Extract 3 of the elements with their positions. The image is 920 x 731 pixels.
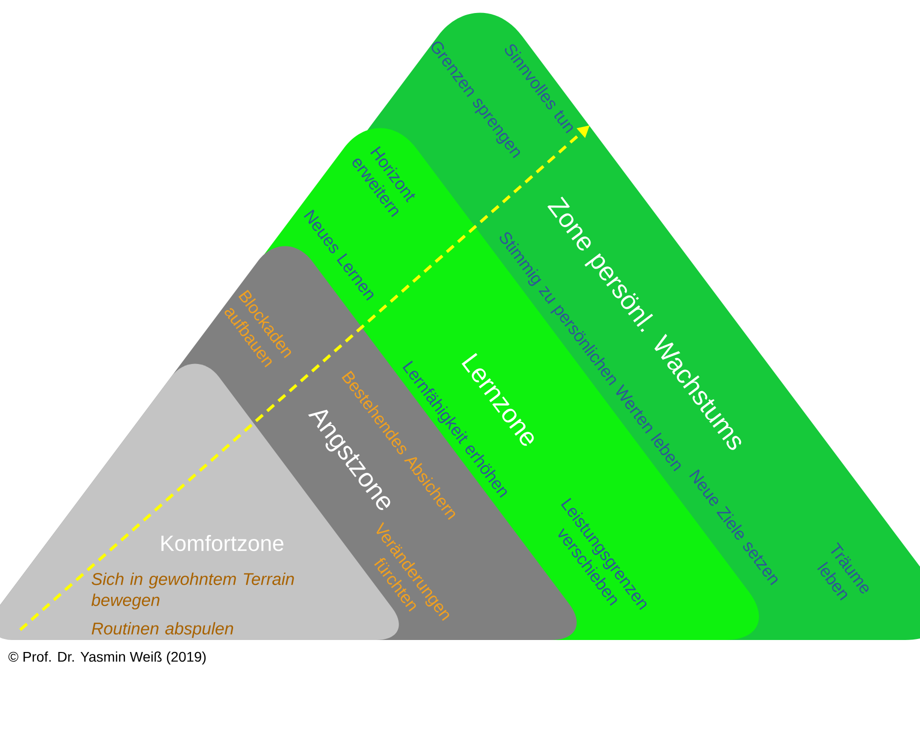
zone-label: Sich in gewohntem Terrain bewegen [91, 572, 294, 610]
zone-heading: Komfortzone [161, 534, 284, 552]
zone-label: Routinen abspulen [92, 622, 234, 638]
